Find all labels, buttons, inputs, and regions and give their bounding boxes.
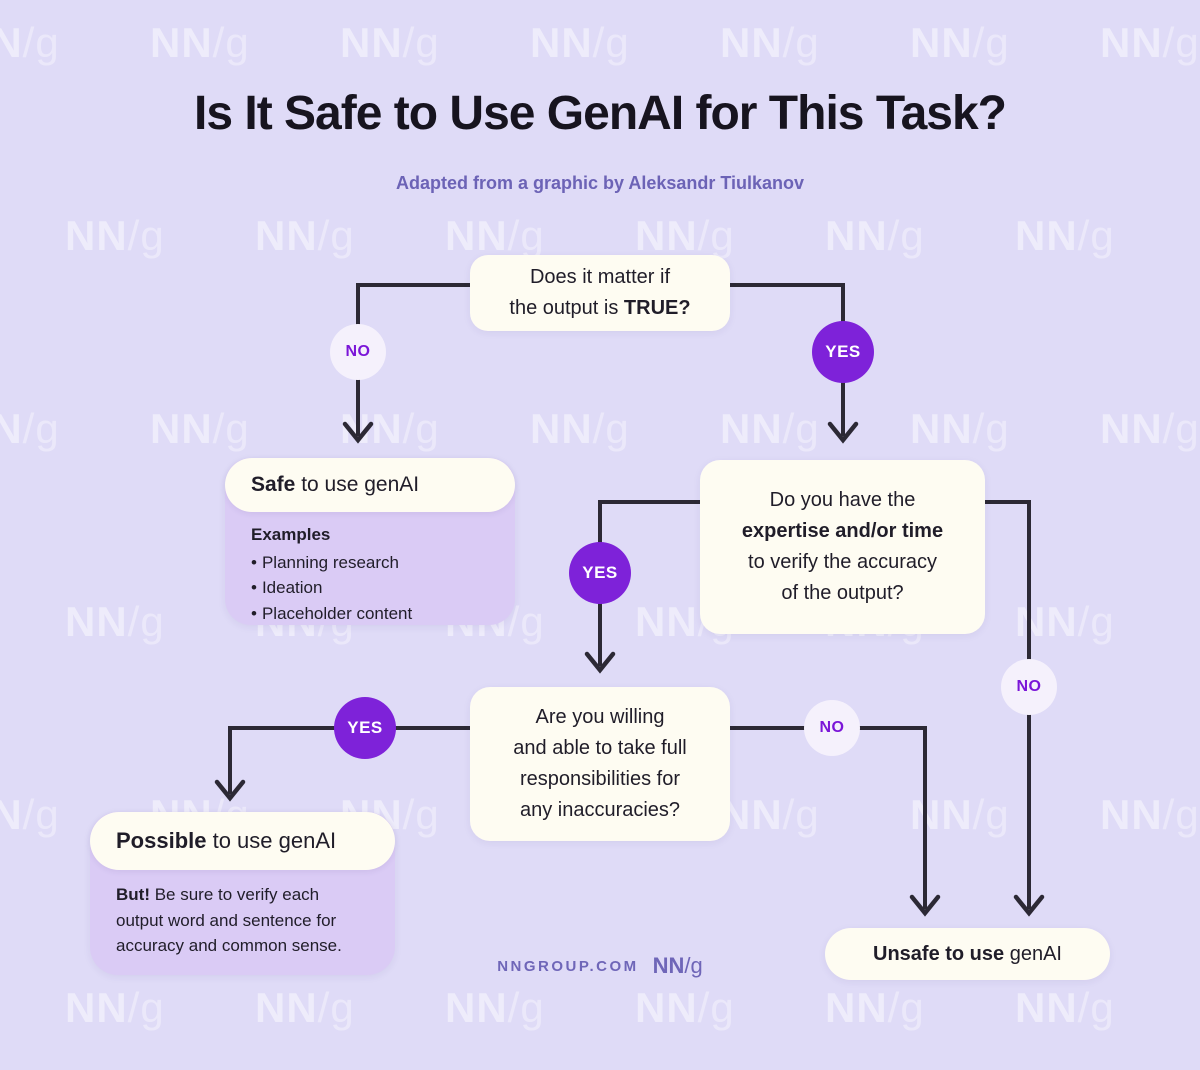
decision-no-responsibility: NO (804, 700, 860, 756)
question-line: and able to take full (513, 737, 687, 759)
attribution-subtitle: Adapted from a graphic by Aleksandr Tiul… (395, 173, 805, 193)
node-question-expertise: Do you have the expertise and/or time to… (700, 460, 985, 634)
question-line: any inaccuracies? (519, 799, 681, 821)
node-possible-to-use: Possible to use genAI But! Be sure to ve… (90, 812, 395, 975)
possible-title: Possible to use genAI (90, 812, 395, 870)
possible-note: But! Be sure to verify each output word … (116, 885, 342, 955)
decision-yes-truth: YES (812, 321, 874, 383)
example-item: Ideation (251, 575, 499, 601)
question-line: of the output? (781, 582, 904, 604)
example-item: Planning research (251, 550, 499, 576)
examples-heading: Examples (251, 525, 331, 544)
example-item: Placeholder content (251, 601, 499, 627)
question-line: Do you have the (769, 489, 916, 511)
question-line: Are you willing (535, 706, 665, 728)
decision-yes-expertise: YES (569, 542, 631, 604)
question-line: responsibilities for (519, 768, 681, 790)
node-question-truth-matters: Does it matter if the output is TRUE? (470, 255, 730, 331)
node-unsafe-to-use: Unsafe to use genAI (825, 928, 1110, 980)
question-line: the output is TRUE? (509, 297, 691, 319)
safe-examples: Examples Planning research Ideation Plac… (225, 458, 515, 626)
question-line: Does it matter if (529, 266, 671, 288)
decision-no-truth: NO (330, 324, 386, 380)
decision-no-expertise: NO (1001, 659, 1057, 715)
page-title: Is It Safe to Use GenAI for This Task? (194, 87, 1007, 140)
nng-logo: NN/g (652, 953, 703, 978)
question-line: to verify the accuracy (748, 551, 937, 573)
safe-title: Safe to use genAI (225, 458, 515, 512)
node-safe-to-use: Safe to use genAI Examples Planning rese… (225, 458, 515, 625)
decision-yes-responsibility: YES (334, 697, 396, 759)
footer: NNGROUP.COM NN/g (497, 953, 703, 979)
question-line: expertise and/or time (741, 520, 944, 542)
footer-site-url: NNGROUP.COM (497, 957, 639, 975)
node-question-responsibility: Are you willing and able to take full re… (470, 687, 730, 841)
